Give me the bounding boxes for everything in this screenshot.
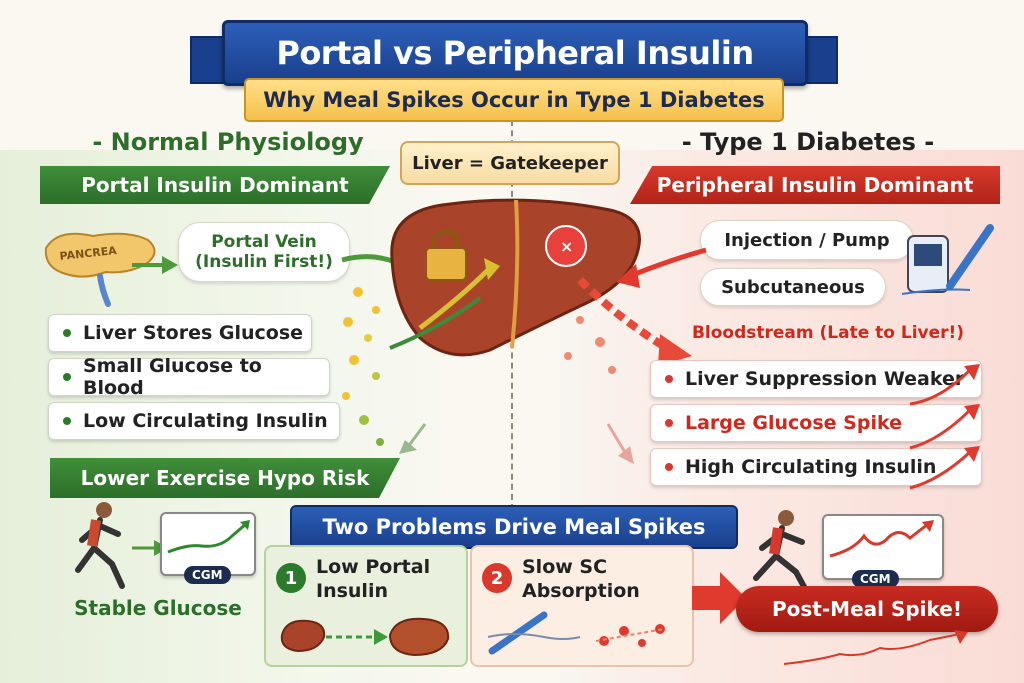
injection-pump-box: Injection / Pump (700, 220, 914, 260)
exercise-band: Lower Exercise Hypo Risk (50, 458, 400, 498)
page-subtitle: Why Meal Spikes Occur in Type 1 Diabetes (263, 88, 765, 112)
left-down-arrow (399, 423, 427, 454)
left-cgm-label: CGM (184, 566, 231, 584)
portal-insulin-band-label: Portal Insulin Dominant (81, 173, 349, 197)
right-cgm-label: CGM (852, 570, 899, 588)
subcutaneous-box: Subcutaneous (700, 268, 886, 306)
problem-2-number: 2 (482, 563, 512, 593)
stable-glucose-label: Stable Glucose (74, 596, 242, 620)
portal-insulin-band: Portal Insulin Dominant (40, 166, 390, 204)
bullet-icon (665, 419, 673, 427)
lock-icon (425, 247, 467, 281)
problem-1-liver-icon (280, 617, 450, 657)
bloodstream-label: Bloodstream (Late to Liver!) (691, 323, 965, 343)
right-point-2: Large Glucose Spike (650, 404, 982, 442)
pancreas-to-vein-arrow (132, 256, 178, 274)
right-point-2-label: Large Glucose Spike (685, 412, 902, 434)
injection-pump-label: Injection / Pump (724, 229, 890, 251)
two-problems-title: Two Problems Drive Meal Spikes (290, 505, 738, 549)
left-glucose-dots (342, 287, 384, 446)
right-down-arrow (606, 423, 634, 464)
right-point-3: High Circulating Insulin (650, 448, 982, 486)
pancreas-label: PANCREA (59, 244, 118, 263)
right-glucose-flow (564, 277, 692, 374)
liver-gatekeeper-label: Liver = Gatekeeper (400, 141, 620, 185)
page-title: Portal vs Peripheral Insulin (276, 34, 754, 72)
pump-to-liver-arrow (616, 247, 707, 288)
two-problems-title-label: Two Problems Drive Meal Spikes (322, 515, 706, 539)
problem-1-line2: Insulin (316, 580, 388, 602)
pancreas-icon: PANCREA (44, 232, 156, 307)
exercise-band-label: Lower Exercise Hypo Risk (80, 466, 370, 490)
problem-2-panel: 2 Slow SC Absorption (470, 545, 694, 667)
svg-text:×: × (560, 237, 573, 256)
rising-arrows-icon (909, 364, 980, 490)
portal-vein-note: (Insulin First!) (195, 252, 333, 272)
bullet-icon (665, 463, 673, 471)
peripheral-insulin-band-label: Peripheral Insulin Dominant (656, 173, 974, 197)
peripheral-insulin-band: Peripheral Insulin Dominant (630, 166, 1000, 204)
bullet-icon (63, 329, 71, 337)
subcutaneous-label: Subcutaneous (721, 276, 865, 298)
right-point-3-label: High Circulating Insulin (685, 456, 937, 478)
stable-trend-line (167, 520, 250, 554)
left-point-2-label: Small Glucose to Blood (83, 355, 262, 399)
problem-1-text: Low Portal Insulin (316, 555, 430, 603)
portal-vein-box: Portal Vein (Insulin First!) (178, 222, 350, 282)
problem-2-text: Slow SC Absorption (522, 555, 640, 603)
right-runner-icon (753, 510, 811, 597)
type1-heading: - Type 1 Diabetes - (681, 128, 935, 156)
left-point-3: Low Circulating Insulin (48, 402, 340, 440)
problem-1-number: 1 (276, 563, 306, 593)
problem-1-panel: 1 Low Portal Insulin (264, 545, 468, 667)
runner-icon (75, 502, 125, 589)
spike-trend-line (829, 520, 934, 558)
right-point-1-label: Liver Suppression Weaker (685, 368, 965, 390)
damage-burst-icon (545, 225, 587, 267)
portal-vein-label: Portal Vein (211, 232, 317, 252)
left-point-2: Small Glucose to Blood (48, 355, 330, 399)
bullet-icon (665, 375, 673, 383)
problem-1-line1: Low Portal (316, 556, 431, 578)
right-point-1: Liver Suppression Weaker (650, 360, 982, 398)
bullet-icon (63, 373, 71, 381)
bullet-icon (63, 417, 71, 425)
post-meal-spike-label: Post-Meal Spike! (772, 597, 962, 621)
problem-2-line1: Slow SC (522, 556, 608, 578)
left-point-1: Liver Stores Glucose (48, 314, 312, 352)
title-banner: Portal vs Peripheral Insulin (222, 20, 808, 86)
post-meal-spike-banner: Post-Meal Spike! (736, 586, 998, 632)
spike-arrow (692, 572, 746, 624)
left-point-1-label: Liver Stores Glucose (83, 322, 304, 344)
problem-2-line2: Absorption (522, 580, 640, 602)
subtitle-banner: Why Meal Spikes Occur in Type 1 Diabetes (244, 78, 784, 122)
spike-chart-icon (783, 630, 968, 665)
pump-pen-icon (901, 224, 994, 295)
left-point-3-label: Low Circulating Insulin (83, 410, 328, 432)
problem-2-pen-icon (487, 611, 665, 655)
